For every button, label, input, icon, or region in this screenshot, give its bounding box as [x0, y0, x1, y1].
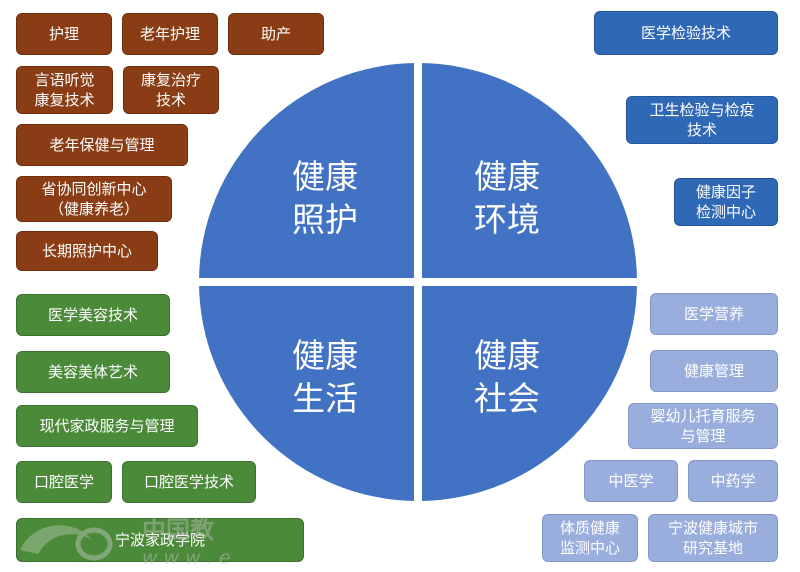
care-item-nursing: 护理 — [16, 13, 112, 55]
quadrant-bl-label-1: 健康 — [292, 336, 358, 375]
society-item-physical-health-center: 体质健康 监测中心 — [542, 514, 638, 562]
quadrant-tr-label-1: 健康 — [474, 157, 540, 196]
life-item-medical-cosmetology: 医学美容技术 — [16, 294, 170, 336]
env-item-health-inspection-quarantine: 卫生检验与检疫 技术 — [626, 96, 778, 144]
env-item-health-factor-center: 健康因子 检测中心 — [674, 178, 778, 226]
society-item-health-management: 健康管理 — [650, 350, 778, 392]
env-item-medical-laboratory: 医学检验技术 — [594, 11, 778, 55]
care-item-geriatric-nursing: 老年护理 — [122, 13, 218, 55]
care-item-long-term-care-center: 长期照护中心 — [16, 231, 158, 271]
society-item-tcm-pharmacy: 中药学 — [688, 460, 778, 502]
quadrant-tr-label-2: 环境 — [474, 200, 540, 239]
society-item-tcm: 中医学 — [584, 460, 678, 502]
life-item-beauty-body-art: 美容美体艺术 — [16, 351, 170, 393]
life-item-ningbo-housekeeping-college: 宁波家政学院 — [16, 518, 304, 562]
society-item-medical-nutrition: 医学营养 — [650, 293, 778, 335]
society-item-infant-care: 婴幼儿托育服务 与管理 — [628, 403, 778, 449]
care-item-elderly-health-management: 老年保健与管理 — [16, 124, 188, 166]
care-item-speech-hearing: 言语听觉 康复技术 — [16, 66, 113, 114]
life-item-dental-technology: 口腔医学技术 — [122, 461, 256, 503]
quadrant-br-label-2: 社会 — [474, 379, 540, 418]
society-item-healthy-city-base: 宁波健康城市 研究基地 — [648, 514, 778, 562]
care-item-innovation-center: 省协同创新中心 （健康养老） — [16, 176, 172, 222]
quadrant-bl-label-2: 生活 — [292, 379, 358, 418]
quadrant-tl-label-1: 健康 — [292, 157, 358, 196]
life-item-stomatology: 口腔医学 — [16, 461, 112, 503]
health-quadrant-circle: 健康 照护 健康 环境 健康 生活 健康 社会 — [199, 63, 637, 501]
care-item-midwifery: 助产 — [228, 13, 324, 55]
quadrant-tl-label-2: 照护 — [292, 200, 358, 239]
life-item-housekeeping-management: 现代家政服务与管理 — [16, 405, 198, 447]
quadrant-br-label-1: 健康 — [474, 336, 540, 375]
care-item-rehab-therapy: 康复治疗 技术 — [123, 66, 219, 114]
